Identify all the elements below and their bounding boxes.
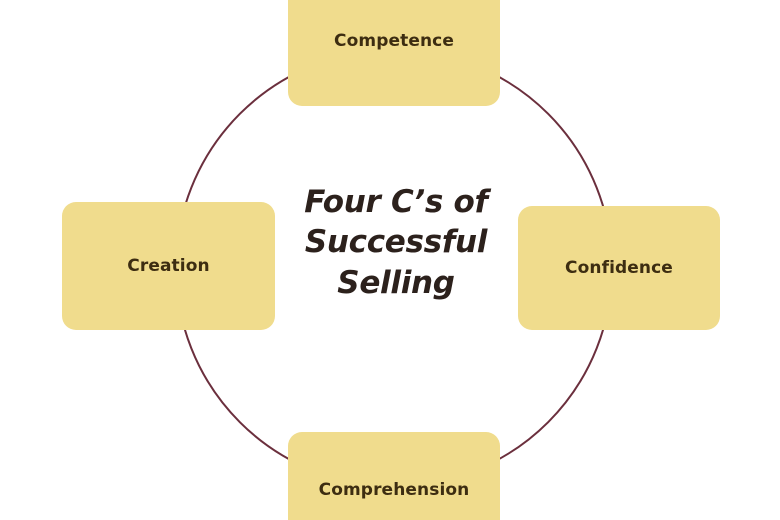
diagram-center-title: Four C’s of Successful Selling: [304, 184, 488, 301]
pillar-box-creation[interactable]: Creation: [62, 202, 275, 330]
pillar-label-competence: Competence: [334, 31, 454, 51]
pillar-box-comprehension[interactable]: Comprehension: [288, 432, 500, 520]
pillar-label-comprehension: Comprehension: [318, 480, 470, 500]
pillar-label-confidence: Confidence: [565, 258, 673, 278]
pillar-box-confidence[interactable]: Confidence: [518, 206, 720, 330]
pillar-box-competence[interactable]: Competence: [288, 0, 500, 106]
pillar-label-creation: Creation: [127, 256, 210, 276]
